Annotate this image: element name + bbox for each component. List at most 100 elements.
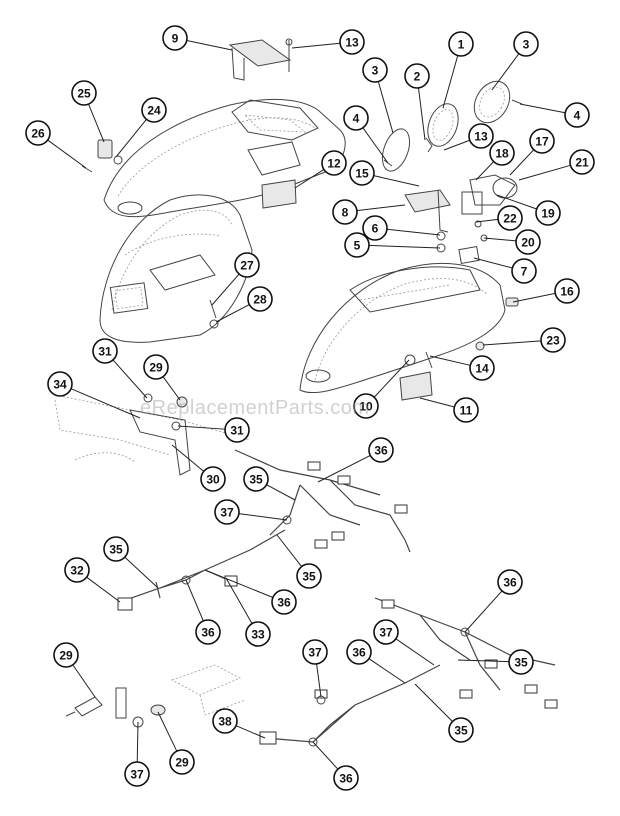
- callout-circle: [362, 215, 388, 241]
- callout-28: 28: [247, 286, 273, 312]
- callout-6: 6: [362, 215, 388, 241]
- callout-label: 3: [372, 64, 379, 78]
- leader-line-29: [72, 664, 96, 698]
- callout-circle: [469, 355, 495, 381]
- callout-8: 8: [332, 199, 358, 225]
- leader-line-14: [429, 355, 471, 366]
- callout-label: 30: [206, 473, 220, 487]
- callout-27: 27: [234, 252, 260, 278]
- callout-5: 5: [344, 232, 370, 258]
- callout-circle: [453, 397, 479, 423]
- callout-circle: [333, 765, 359, 791]
- leader-line-32: [86, 576, 121, 603]
- callout-circle: [468, 123, 494, 149]
- callout-circle: [529, 128, 555, 154]
- callout-circle: [141, 97, 167, 123]
- leader-line-36: [464, 590, 503, 633]
- callout-label: 38: [218, 715, 232, 729]
- callout-circle: [200, 466, 226, 492]
- callout-circle: [515, 229, 541, 255]
- wiring-harness-top: [234, 449, 411, 553]
- callout-label: 23: [546, 334, 560, 348]
- callout-label: 13: [345, 36, 359, 50]
- leader-line-35: [124, 556, 159, 589]
- callout-label: 36: [201, 626, 215, 640]
- callout-33: 33: [245, 621, 271, 647]
- callout-label: 37: [130, 768, 144, 782]
- callout-36: 36: [271, 589, 297, 615]
- wiring-harness-bottom: [259, 664, 441, 747]
- leader-line-7: [473, 257, 513, 269]
- callout-label: 35: [249, 473, 263, 487]
- callout-label: 35: [454, 724, 468, 738]
- callout-label: 37: [379, 626, 393, 640]
- leader-line-37: [136, 721, 139, 763]
- leader-line-3: [377, 81, 394, 134]
- callout-label: 9: [172, 32, 179, 46]
- leader-line-28: [215, 304, 250, 323]
- callout-36: 36: [497, 569, 523, 595]
- leader-line-35: [414, 683, 453, 722]
- callout-18: 18: [489, 140, 515, 166]
- callout-4: 4: [343, 105, 369, 131]
- parts-lower-left: [65, 664, 246, 728]
- callout-label: 16: [560, 285, 574, 299]
- switch-parts-left: [81, 139, 123, 173]
- callout-30: 30: [200, 466, 226, 492]
- leader-line-13: [291, 42, 341, 49]
- callout-label: 37: [308, 646, 322, 660]
- callout-circle: [245, 621, 271, 647]
- headlight-assembly: [381, 80, 523, 172]
- callout-24: 24: [141, 97, 167, 123]
- callout-label: 29: [175, 756, 189, 770]
- hood-lower-shell: [99, 194, 253, 343]
- callout-22: 22: [497, 205, 523, 231]
- callout-circle: [508, 649, 534, 675]
- callout-36: 36: [333, 765, 359, 791]
- callout-29: 29: [169, 749, 195, 775]
- callout-circle: [368, 437, 394, 463]
- callout-circle: [195, 619, 221, 645]
- callout-circle: [564, 102, 590, 128]
- callout-circle: [212, 708, 238, 734]
- leader-line-4: [519, 103, 566, 114]
- callout-circle: [497, 569, 523, 595]
- callout-circle: [224, 417, 250, 443]
- leader-line-29: [157, 711, 178, 752]
- callout-34: 34: [47, 371, 73, 397]
- leader-line-37: [316, 663, 322, 698]
- leader-line-37: [395, 638, 435, 666]
- callout-26: 26: [25, 120, 51, 146]
- callout-31: 31: [224, 417, 250, 443]
- leader-line-36: [204, 569, 274, 598]
- leader-line-3: [491, 53, 520, 91]
- callout-3: 3: [362, 57, 388, 83]
- callout-15: 15: [349, 160, 375, 186]
- callout-label: 36: [352, 646, 366, 660]
- leader-line-1: [442, 55, 459, 109]
- leader-line-23: [482, 340, 542, 346]
- callout-circle: [271, 589, 297, 615]
- callout-circle: [92, 338, 118, 364]
- callout-13: 13: [468, 123, 494, 149]
- callout-label: 15: [355, 167, 369, 181]
- callout-circle: [362, 57, 388, 83]
- callout-label: 36: [374, 444, 388, 458]
- callout-2: 2: [404, 63, 430, 89]
- callout-35: 35: [508, 649, 534, 675]
- leader-line-8: [356, 204, 406, 212]
- callout-label: 19: [541, 207, 555, 221]
- callout-35: 35: [103, 536, 129, 562]
- callout-35: 35: [448, 717, 474, 743]
- bracket-9: [228, 38, 293, 81]
- callout-circle: [554, 278, 580, 304]
- leader-line-20: [483, 237, 517, 242]
- leader-line-25: [88, 103, 105, 143]
- callout-circle: [339, 29, 365, 55]
- callout-11: 11: [453, 397, 479, 423]
- callout-29: 29: [53, 642, 79, 668]
- leader-line-29: [162, 376, 181, 401]
- callout-circle: [296, 563, 322, 589]
